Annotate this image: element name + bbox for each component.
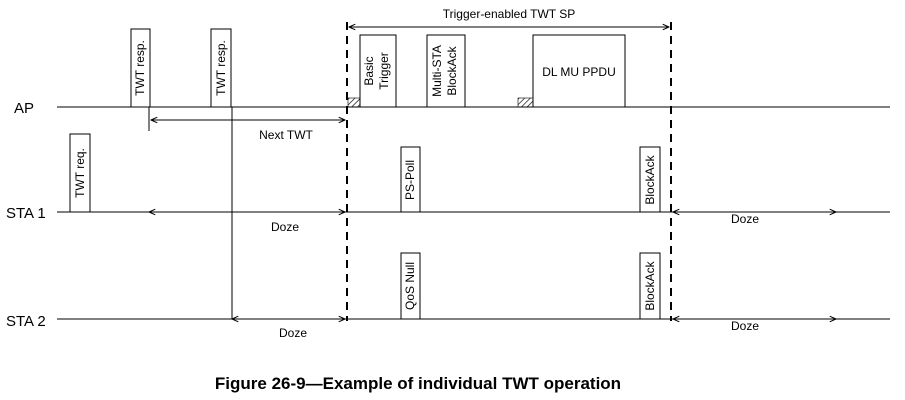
blockack-sta2-label: BlockAck xyxy=(643,260,657,310)
multi-sta-label-line2: BlockAck xyxy=(445,45,459,95)
qos-null-frame xyxy=(400,252,421,320)
dl-mu-ppdu-frame xyxy=(532,34,626,108)
blockack-sta2-frame xyxy=(639,252,661,320)
twt-resp-frame-1-label: TWT resp. xyxy=(133,40,147,96)
twt-resp-frame-2-label: TWT resp. xyxy=(214,40,228,96)
row-label-sta2: STA 2 xyxy=(6,313,46,330)
basic-trigger-label-line2: Trigger xyxy=(377,52,391,90)
next-twt-label: Next TWT xyxy=(259,128,313,142)
dl-mu-ppdu-label: DL MU PPDU xyxy=(542,65,616,79)
figure-caption: Figure 26-9—Example of individual TWT op… xyxy=(215,374,621,393)
ps-poll-frame xyxy=(400,146,421,213)
twt-resp-frame-2 xyxy=(210,28,232,108)
twt-req-frame xyxy=(69,133,91,213)
blockack-sta1-frame xyxy=(639,146,661,213)
row-label-sta1: STA 1 xyxy=(6,205,46,222)
row-label-ap: AP xyxy=(14,100,34,117)
multi-sta-blockack-frame xyxy=(426,34,466,108)
sp-label: Trigger-enabled TWT SP xyxy=(443,7,576,21)
blockack-sta1-label: BlockAck xyxy=(643,154,657,204)
twt-resp-frame-1 xyxy=(130,28,151,108)
ps-poll-label: PS-Poll xyxy=(403,160,417,200)
ap-backoff-hatch-2 xyxy=(517,97,534,108)
twt-req-label: TWT req. xyxy=(73,148,87,198)
sta1-doze-right-label: Doze xyxy=(731,212,759,226)
basic-trigger-frame xyxy=(359,34,397,108)
multi-sta-label-line1: Multi-STA xyxy=(430,45,444,97)
sta2-doze-left-label: Doze xyxy=(279,326,307,340)
sta2-doze-right-label: Doze xyxy=(731,319,759,333)
ap-backoff-hatch-1 xyxy=(347,97,361,108)
qos-null-label: QoS Null xyxy=(403,262,417,310)
basic-trigger-label-line1: Basic xyxy=(362,56,376,85)
sta1-doze-left-label: Doze xyxy=(271,220,299,234)
